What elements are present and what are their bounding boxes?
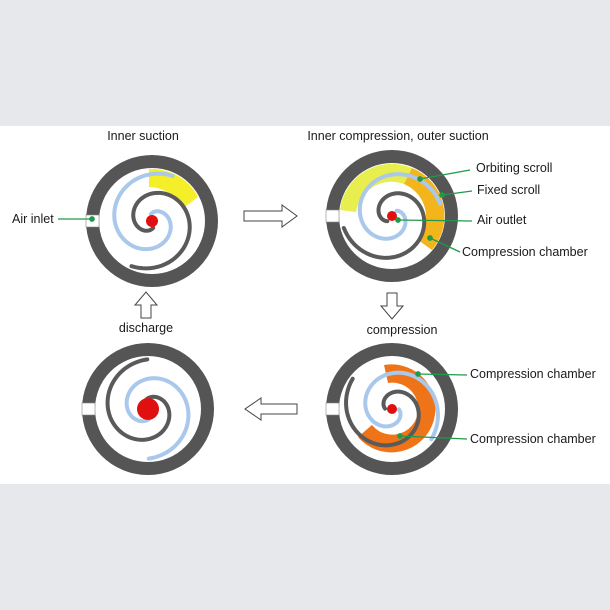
leader-air-outlet	[395, 217, 473, 223]
title-inner-suction: Inner suction	[107, 129, 179, 143]
scroll-unit-discharge	[81, 343, 214, 475]
label-compression-chamber-1: Compression chamber	[462, 245, 588, 259]
label-air-outlet: Air outlet	[477, 213, 527, 227]
leader-compression-chamber-1	[427, 235, 461, 253]
scroll-unit-compression	[325, 343, 458, 475]
label-compression-chamber-2: Compression chamber	[470, 367, 596, 381]
label-air-inlet: Air inlet	[12, 212, 54, 226]
orbiting-scroll-wrap	[112, 171, 175, 252]
scroll-unit-inner-compression-outer-suction	[325, 150, 458, 282]
leader-compression-chamber-2	[415, 371, 468, 377]
discharge-core	[146, 215, 158, 227]
leader-compression-chamber-3	[397, 433, 468, 440]
discharge-gas-core	[137, 398, 159, 420]
air-outlet-core	[387, 211, 397, 221]
leader-orbiting-scroll	[417, 169, 471, 182]
air-inlet-port	[325, 209, 340, 223]
title-discharge: discharge	[119, 321, 173, 335]
leader-lines	[58, 169, 473, 440]
arrow-left-icon	[244, 397, 298, 421]
title-inner-compression-outer-suction: Inner compression, outer suction	[307, 129, 488, 143]
air-inlet-port	[81, 402, 96, 416]
fixed-scroll-wrap	[105, 357, 172, 442]
arrow-down-icon	[379, 292, 405, 320]
label-fixed-scroll: Fixed scroll	[477, 183, 540, 197]
label-compression-chamber-3: Compression chamber	[470, 432, 596, 446]
fixed-scroll-wrap	[129, 190, 192, 271]
leader-fixed-scroll	[439, 190, 473, 198]
air-inlet-port	[325, 402, 340, 416]
fixed-scroll-wrap	[341, 191, 427, 260]
discharge-core	[387, 404, 397, 414]
suction-gas-pocket	[149, 168, 198, 209]
arrow-up-icon	[133, 291, 159, 319]
scroll-unit-inner-suction	[85, 155, 218, 287]
label-orbiting-scroll: Orbiting scroll	[476, 161, 552, 175]
arrow-right-icon	[243, 204, 298, 228]
compression-chamber-pocket	[404, 168, 445, 250]
orbiting-scroll-wrap	[363, 370, 440, 442]
title-compression: compression	[367, 323, 438, 337]
air-inlet-port	[85, 214, 100, 228]
orbiting-scroll-wrap	[124, 376, 191, 461]
fixed-scroll-wrap	[344, 376, 421, 448]
